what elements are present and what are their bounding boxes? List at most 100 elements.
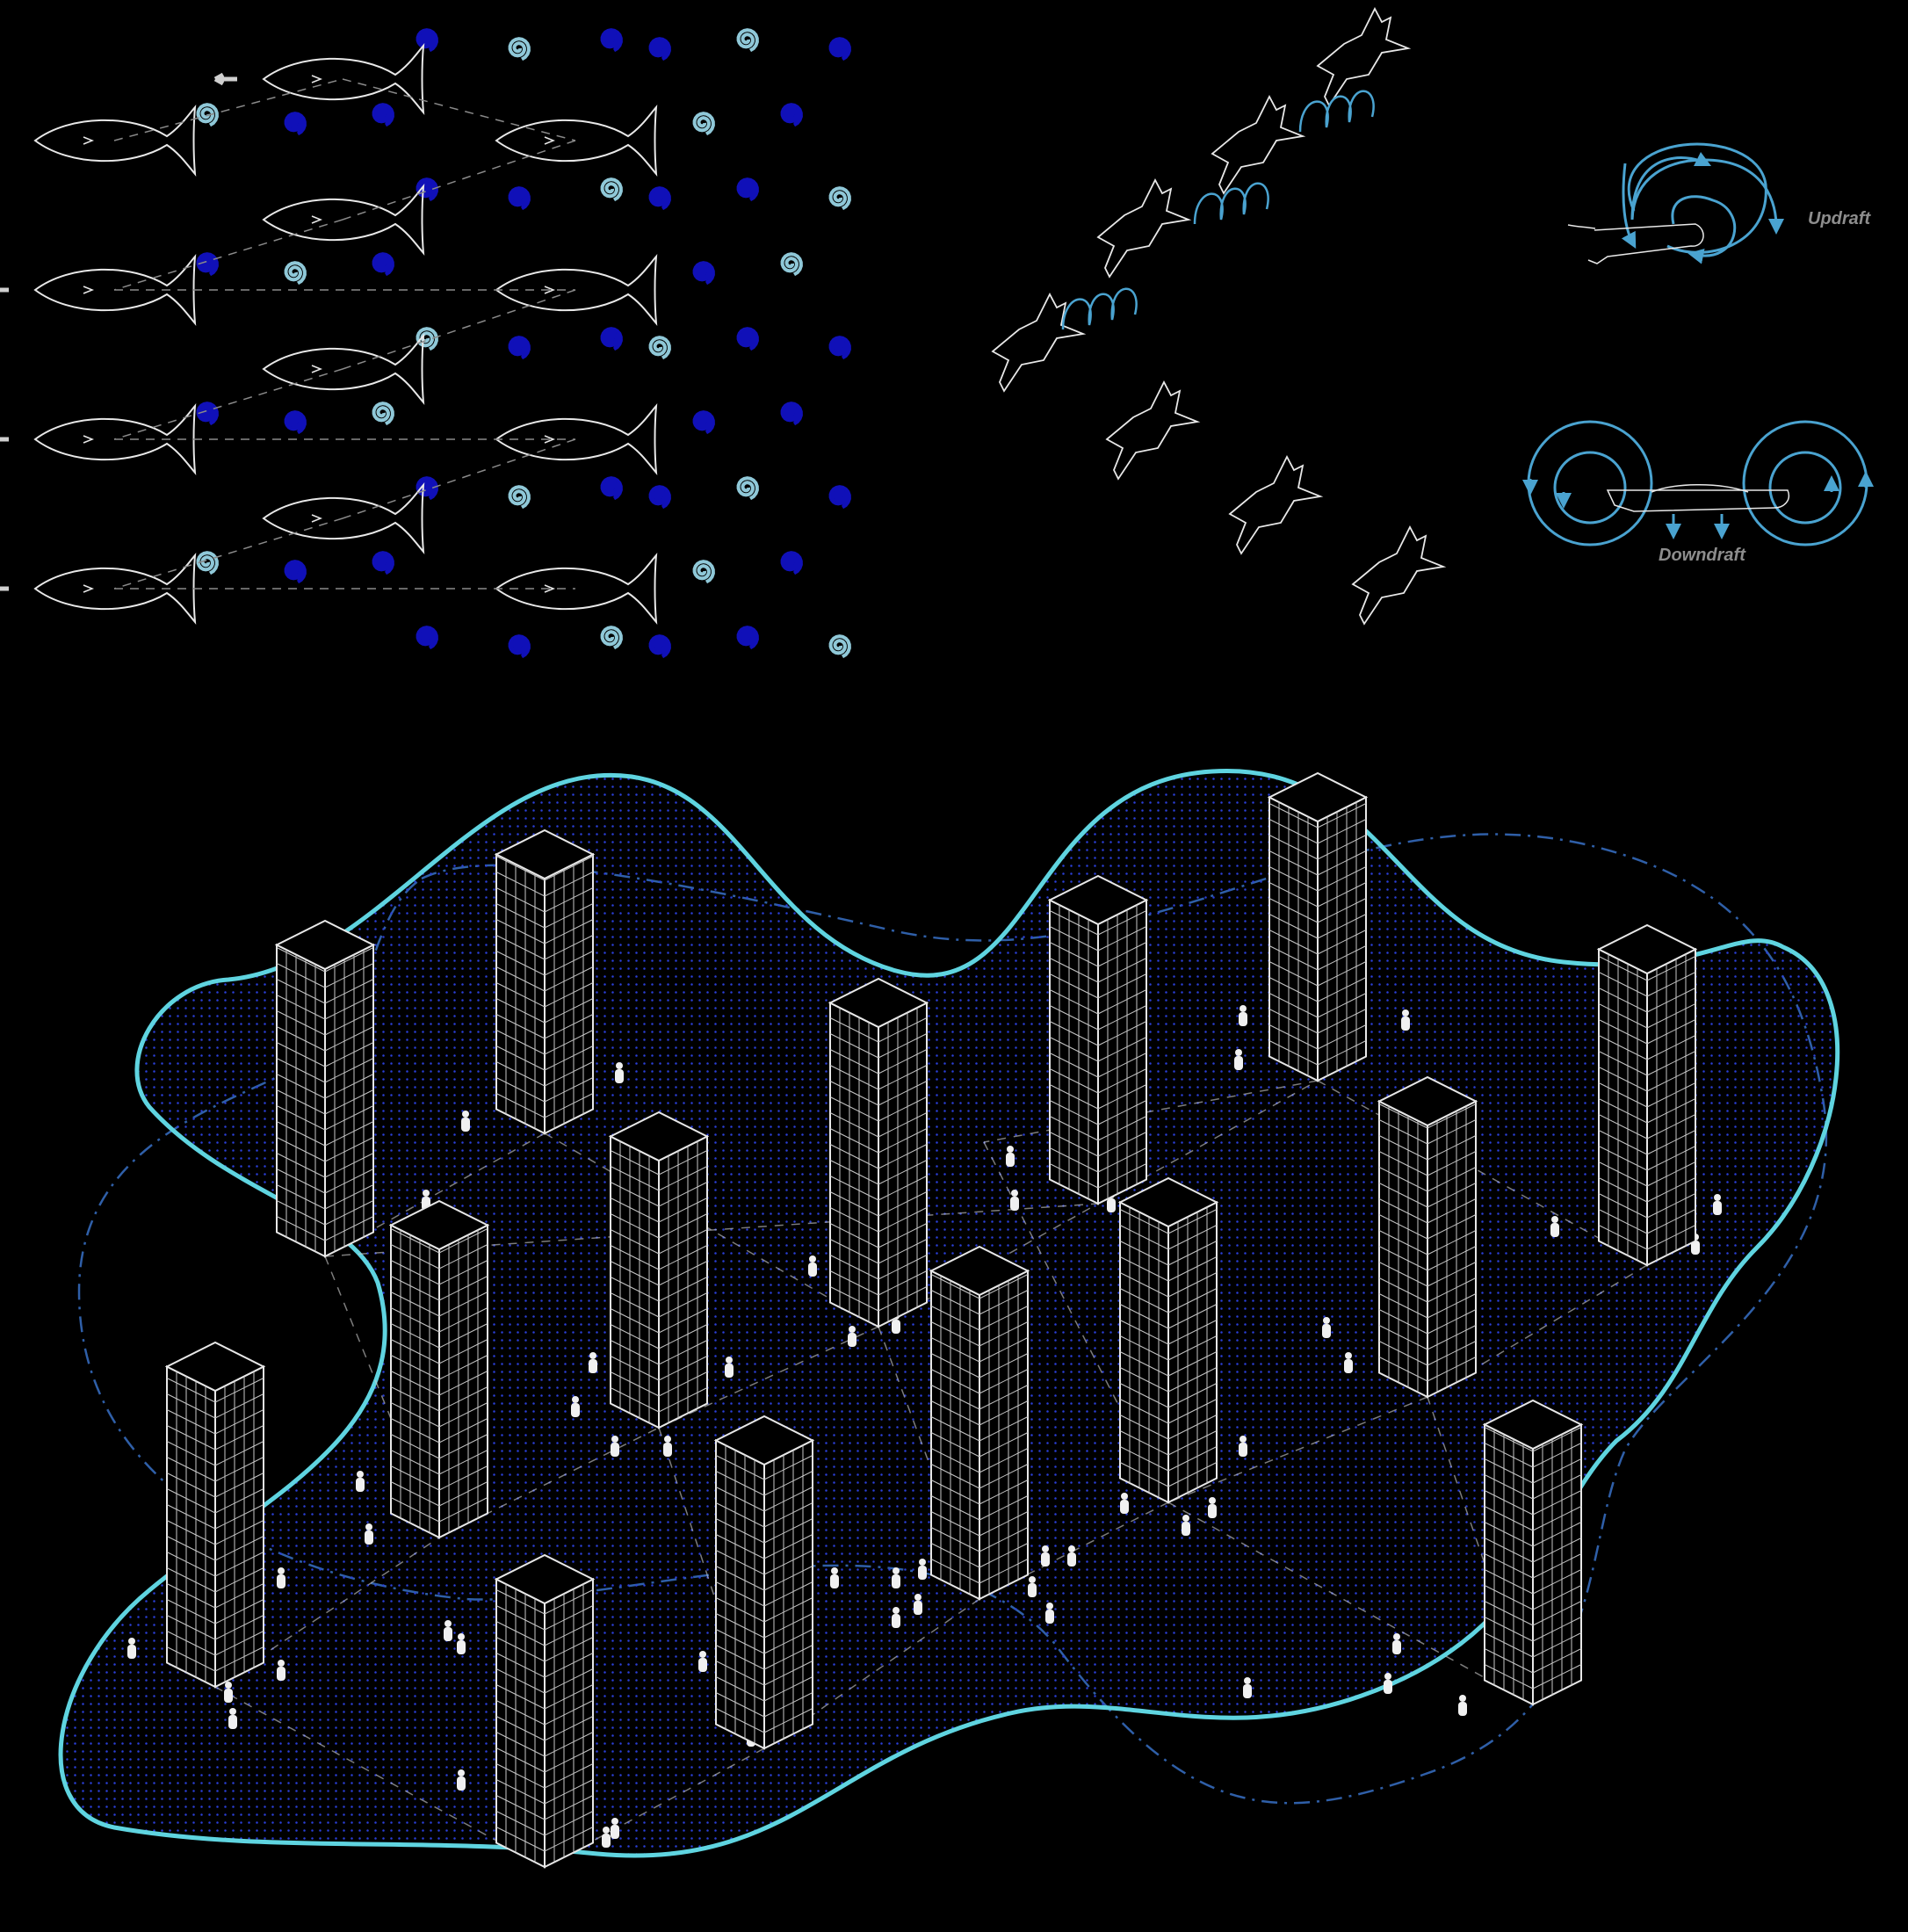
grid-tower-icon [1377, 1075, 1478, 1399]
grid-tower-icon [1047, 874, 1149, 1205]
fish-outline-icon [262, 333, 425, 405]
spiral-vortex-icon [736, 626, 759, 650]
spiral-vortex-icon [508, 37, 531, 62]
person-figure-icon [127, 1638, 136, 1659]
person-figure-icon [1120, 1493, 1129, 1514]
person-figure-icon [1344, 1352, 1353, 1373]
person-figure-icon [725, 1357, 734, 1378]
spiral-vortex-icon [508, 186, 531, 211]
spiral-vortex-icon [692, 410, 715, 435]
arrow-left-icon [0, 287, 9, 293]
person-figure-icon [365, 1523, 373, 1545]
spiral-vortex-icon [372, 402, 394, 426]
spiral-vortex-icon [600, 327, 623, 351]
person-figure-icon [1208, 1497, 1217, 1518]
grid-tower-icon [164, 1341, 266, 1689]
person-figure-icon [611, 1436, 619, 1457]
spiral-vortex-icon [600, 476, 623, 501]
arrow-left-icon [0, 586, 9, 591]
spiral-vortex-icon [828, 37, 851, 62]
person-figure-icon [830, 1567, 839, 1588]
spiral-vortex-icon [284, 112, 307, 136]
bird-flight-panel [991, 7, 1447, 626]
spiral-vortex-icon [196, 103, 219, 127]
spiral-vortex-icon [780, 402, 803, 426]
person-figure-icon [1458, 1695, 1467, 1716]
draft-diagram-panel: Updraft Downdraft [1522, 142, 1874, 565]
downdraft-label: Downdraft [1659, 546, 1746, 565]
loop-trail [1193, 182, 1269, 225]
spiral-vortex-icon [416, 28, 438, 53]
person-figure-icon [848, 1326, 856, 1347]
fish-school-panel [0, 28, 851, 659]
grid-tower-icon [828, 977, 929, 1328]
fish-outline-icon [495, 553, 658, 625]
downdraft-diagram: Downdraft [1522, 420, 1874, 565]
spiral-vortex-icon [828, 336, 851, 360]
spiral-vortex-icon [284, 410, 307, 435]
spiral-vortex-icon [196, 402, 219, 426]
spiral-vortex-icon [692, 560, 715, 584]
grid-tower-icon [713, 1415, 815, 1750]
spiral-vortex-icon [600, 28, 623, 53]
loop-trail [1298, 90, 1375, 133]
grid-tower-icon [1267, 771, 1369, 1082]
spiral-vortex-icon [508, 485, 531, 510]
people-group [127, 1005, 1722, 1848]
person-figure-icon [892, 1567, 900, 1588]
person-figure-icon [663, 1436, 672, 1457]
grid-tower-icon [388, 1199, 490, 1539]
spiral-vortex-icon [736, 327, 759, 351]
bird-silhouette-icon [991, 293, 1087, 393]
person-figure-icon [1028, 1576, 1037, 1597]
spiral-vortex-icon [372, 103, 394, 127]
person-figure-icon [615, 1062, 624, 1083]
grid-tower-icon [1596, 923, 1698, 1267]
spiral-vortex-icon [736, 177, 759, 202]
person-figure-icon [1045, 1603, 1054, 1624]
person-figure-icon [1550, 1216, 1559, 1237]
person-figure-icon [602, 1827, 611, 1848]
bird-silhouette-icon [1316, 7, 1412, 107]
person-figure-icon [1041, 1545, 1050, 1567]
person-figure-icon [1234, 1049, 1243, 1070]
spiral-vortex-icon [648, 634, 671, 659]
tower-group [164, 771, 1698, 1869]
person-figure-icon [356, 1471, 365, 1492]
spiral-vortex-icon [828, 485, 851, 510]
spiral-vortex-icon [780, 252, 803, 277]
person-figure-icon [457, 1633, 466, 1654]
person-figure-icon [461, 1111, 470, 1132]
person-figure-icon [1067, 1545, 1076, 1567]
person-figure-icon [277, 1567, 285, 1588]
person-figure-icon [611, 1818, 619, 1839]
grid-tower-icon [1117, 1176, 1219, 1504]
wing-shape [1587, 223, 1704, 264]
grid-tower-icon [1482, 1399, 1584, 1706]
grid-tower-icon [494, 829, 596, 1135]
spiral-vortex-icon [692, 112, 715, 136]
person-figure-icon [1006, 1146, 1015, 1167]
spiral-vortex-icon [648, 186, 671, 211]
person-figure-icon [1243, 1677, 1252, 1698]
fish-outline-icon [262, 184, 425, 256]
spiral-vortex-icon [736, 28, 759, 53]
updraft-label: Updraft [1808, 209, 1871, 228]
person-figure-icon [808, 1255, 817, 1277]
person-figure-icon [589, 1352, 597, 1373]
spiral-vortex-icon [828, 186, 851, 211]
fish-outline-icon [495, 105, 658, 177]
fish-outline-icon [262, 482, 425, 554]
spiral-vortex-icon [828, 634, 851, 659]
person-figure-icon [571, 1396, 580, 1417]
updraft-diagram: Updraft [1567, 142, 1871, 264]
person-figure-icon [1713, 1194, 1722, 1215]
person-figure-icon [918, 1559, 927, 1580]
person-figure-icon [457, 1769, 466, 1791]
person-figure-icon [892, 1607, 900, 1628]
person-figure-icon [914, 1594, 922, 1615]
fish-outline-icon [495, 254, 658, 326]
person-figure-icon [1239, 1436, 1247, 1457]
spiral-vortex-icon [284, 560, 307, 584]
person-figure-icon [698, 1651, 707, 1672]
